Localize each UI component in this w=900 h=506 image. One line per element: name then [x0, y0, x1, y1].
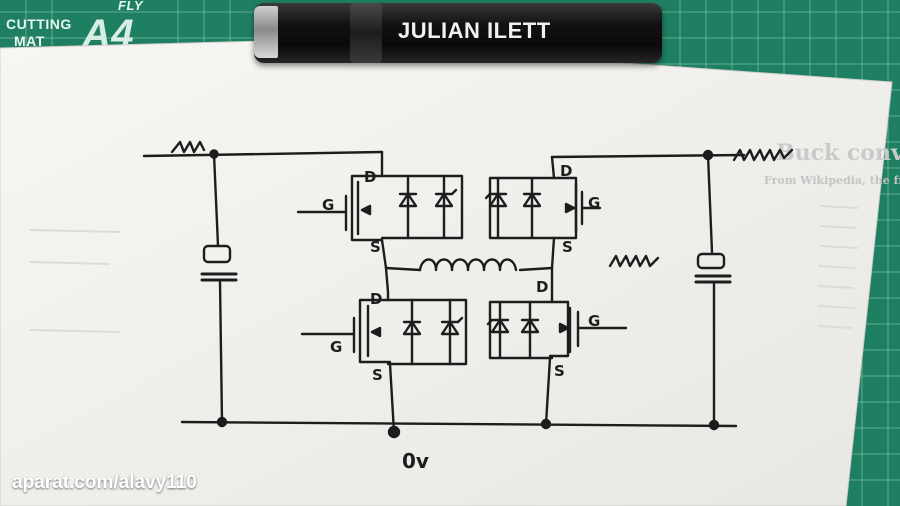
ground-label: 0v [402, 449, 429, 473]
mosfet-upper-right [484, 155, 602, 270]
source-label: S [562, 238, 573, 256]
capacitor-left [200, 152, 238, 424]
source-label: S [372, 366, 383, 384]
mat-cutting-label: CUTTING [6, 16, 72, 32]
torch-brand-label: JULIAN ILETT [398, 18, 551, 43]
drain-label: D [536, 278, 548, 296]
drain-label: D [560, 162, 572, 180]
gate-label: G [588, 194, 600, 212]
gate-label: G [588, 312, 600, 330]
gate-label: G [322, 196, 334, 214]
mosfet-upper-left [296, 150, 464, 270]
inductor [384, 258, 554, 298]
watermark: aparat.com/alavy110 [12, 472, 197, 493]
scribbled-label-left [170, 140, 206, 154]
bottom-rail [180, 420, 738, 428]
source-label: S [554, 362, 565, 380]
printed-heading: Buck converter [776, 140, 900, 166]
mosfet-lower-left [300, 290, 468, 434]
mat-mat-label: MAT [14, 33, 45, 49]
printed-subheading: From Wikipedia, the free encyclopedia [764, 174, 900, 187]
top-rail-left [142, 150, 384, 158]
scribbled-label-right [732, 148, 794, 162]
gate-label: G [330, 338, 342, 356]
source-label: S [370, 238, 381, 256]
capacitor-right [694, 153, 732, 427]
torch-ring [350, 3, 382, 63]
mosfet-lower-right [486, 294, 628, 426]
drain-label: D [364, 168, 376, 186]
torch-cap [254, 6, 278, 58]
torch [254, 3, 662, 63]
drain-label: D [370, 290, 382, 308]
scribbled-label-mid [608, 254, 660, 268]
mat-fly-label: FLY [118, 0, 144, 13]
